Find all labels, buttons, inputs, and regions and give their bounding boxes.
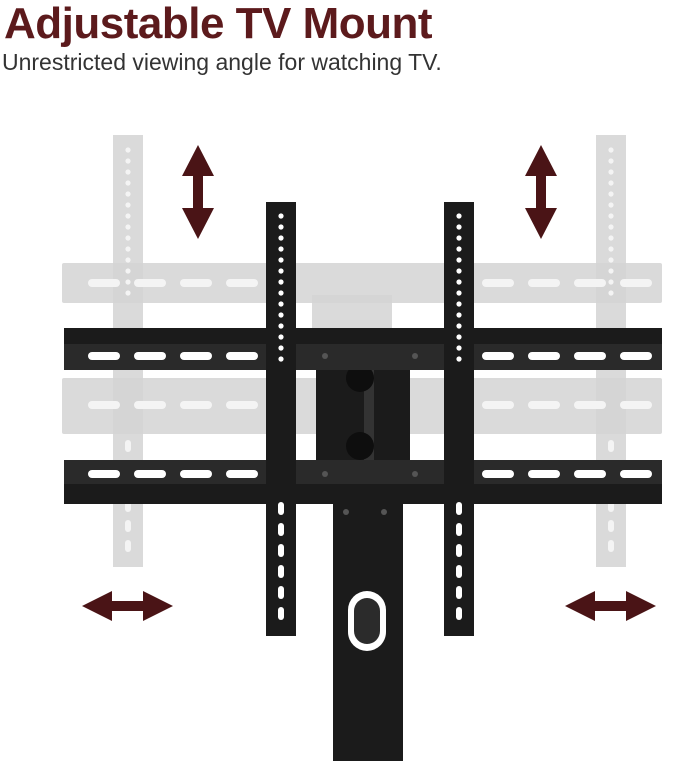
center-knob-top [346,364,374,392]
ghost-center-plate [312,295,392,330]
horizontal-arrow-left [82,591,173,621]
vertical-arrow-left [182,145,214,239]
rail-upper [64,328,662,346]
stand-screw-right [381,509,387,515]
tv-mount-bracket [64,202,662,636]
tv-mount-illustration [62,135,662,761]
arrows [82,145,656,621]
mount-slots [88,213,652,620]
arm-right [444,202,474,636]
center-knob-bottom [346,432,374,460]
stand-screw-left [343,509,349,515]
ghost-rail-upper [62,263,662,303]
horizontal-arrow-right [565,591,656,621]
page-title: Adjustable TV Mount [4,0,433,48]
vertical-arrow-right [525,145,557,239]
ghost-slots [88,147,652,552]
page-subtitle: Unrestricted viewing angle for watching … [2,49,442,75]
arm-left [266,202,296,636]
